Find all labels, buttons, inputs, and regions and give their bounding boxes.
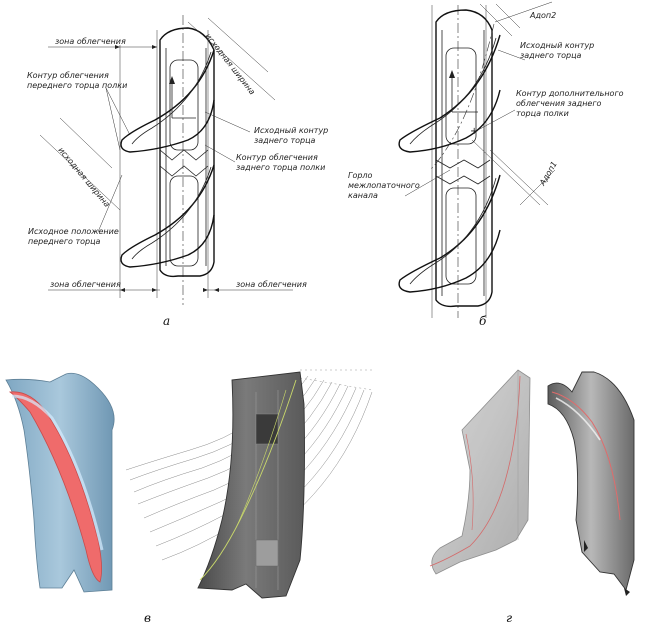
panel-a-caption: а	[163, 314, 170, 328]
panel-d-blade-transparent	[429, 369, 531, 575]
svg-text:+: +	[470, 126, 478, 137]
panel-c-blade-gray	[125, 369, 373, 599]
throat-label: Горло	[348, 171, 373, 180]
rear-original-contour-b-label: Исходный контур	[520, 41, 594, 50]
relief-zone-bottom-left-label: зона облегчения	[50, 280, 121, 289]
panel-b-caption: б	[479, 314, 487, 328]
rear-original-contour-label-2: заднего торца	[254, 136, 316, 145]
front-relief-contour-label: Контур облегчения	[27, 71, 109, 80]
front-relief-contour-label-2: переднего торца полки	[27, 81, 127, 90]
rear-relief-contour-label-2: заднего торца полки	[236, 163, 325, 172]
panel-d-blade-metal	[547, 371, 635, 596]
throat-label-2: межлопаточного	[348, 181, 420, 190]
extra-relief-label: Контур дополнительного	[516, 89, 624, 98]
relief-zone-bottom-right-label: зона облегчения	[236, 280, 307, 289]
panel-a-labels: зона облегчения Контур облегчения передн…	[27, 32, 328, 328]
panel-d-caption: г	[506, 611, 512, 625]
front-original-position-label-2: переднего торца	[28, 237, 101, 246]
rear-original-contour-b-label-2: заднего торца	[520, 51, 582, 60]
panel-c-caption: в	[144, 611, 151, 625]
extra-relief-label-2: облегчения заднего	[516, 99, 602, 108]
rear-relief-contour-label: Контур облегчения	[236, 153, 318, 162]
panel-b-drawing: +	[398, 1, 556, 318]
original-width-top-label: исходная ширина	[203, 32, 256, 97]
throat-label-3: канала	[348, 191, 378, 200]
original-width-left-label: исходная ширина	[56, 146, 111, 209]
panel-a-drawing	[39, 15, 293, 305]
a-dop1-label: Aдоп1	[537, 160, 558, 188]
extra-relief-label-3: торца полки	[516, 109, 569, 118]
front-original-position-label: Исходное положение	[28, 227, 119, 236]
panel-b-labels: Aдоп2 Исходный контур заднего торца Конт…	[348, 11, 624, 328]
rear-original-contour-label: Исходный контур	[254, 126, 328, 135]
panel-c-blade-blue	[5, 372, 115, 593]
a-dop2-label: Aдоп2	[529, 11, 556, 20]
relief-zone-top-label: зона облегчения	[55, 37, 126, 46]
